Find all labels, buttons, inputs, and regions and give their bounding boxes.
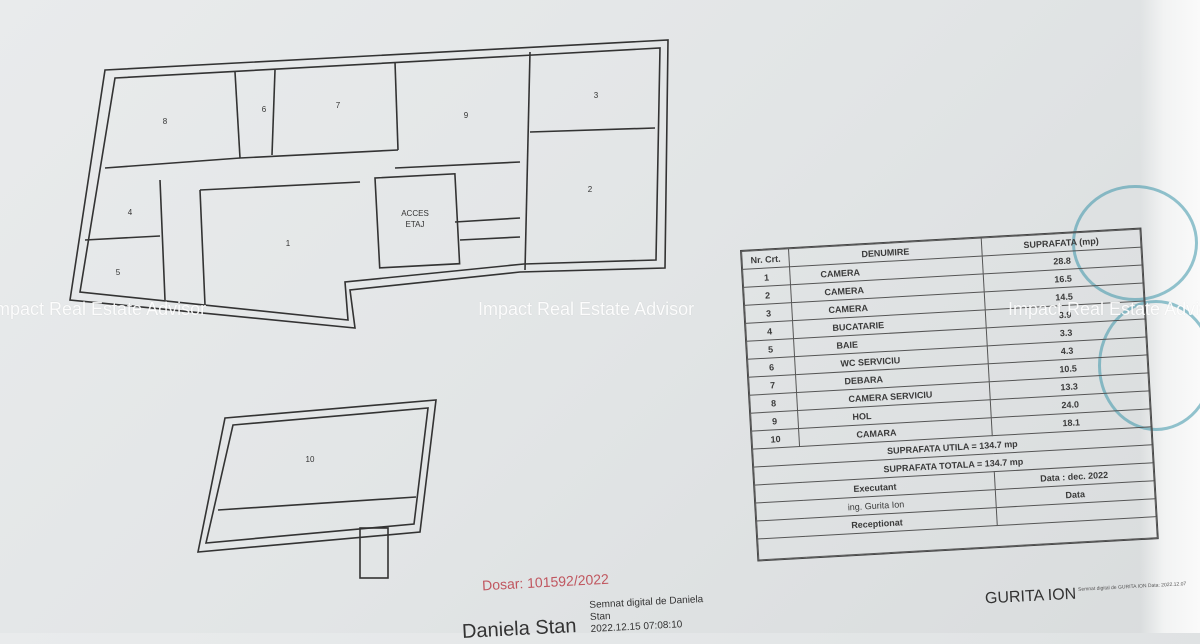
stamp: [1072, 185, 1198, 301]
room-number-1: 1: [286, 239, 291, 248]
digital-signature-text: Semnat digital de Daniela Stan 2022.12.1…: [589, 594, 705, 636]
watermark: Impact Real Estate Advisor: [0, 299, 207, 319]
room-number-3: 3: [594, 91, 599, 100]
room-number-2: 2: [588, 185, 593, 194]
room-number-9: 9: [464, 111, 469, 120]
access-label-2: ETAJ: [406, 220, 425, 229]
room-number-6: 6: [262, 105, 267, 114]
watermark: Impact Real Estate Advisor: [1008, 299, 1200, 319]
floor-plan-walls: [69, 39, 669, 329]
access-label: ACCES: [401, 209, 429, 218]
camara-plan: [197, 399, 437, 579]
room-number-5: 5: [116, 268, 121, 277]
room-number-10: 10: [306, 455, 315, 464]
room-number-8: 8: [163, 117, 168, 126]
watermark: Impact Real Estate Advisor: [478, 299, 695, 319]
room-number-4: 4: [128, 208, 133, 217]
room-number-7: 7: [336, 101, 341, 110]
signer-name: Daniela Stan: [461, 615, 578, 643]
stamp: [1098, 300, 1200, 431]
